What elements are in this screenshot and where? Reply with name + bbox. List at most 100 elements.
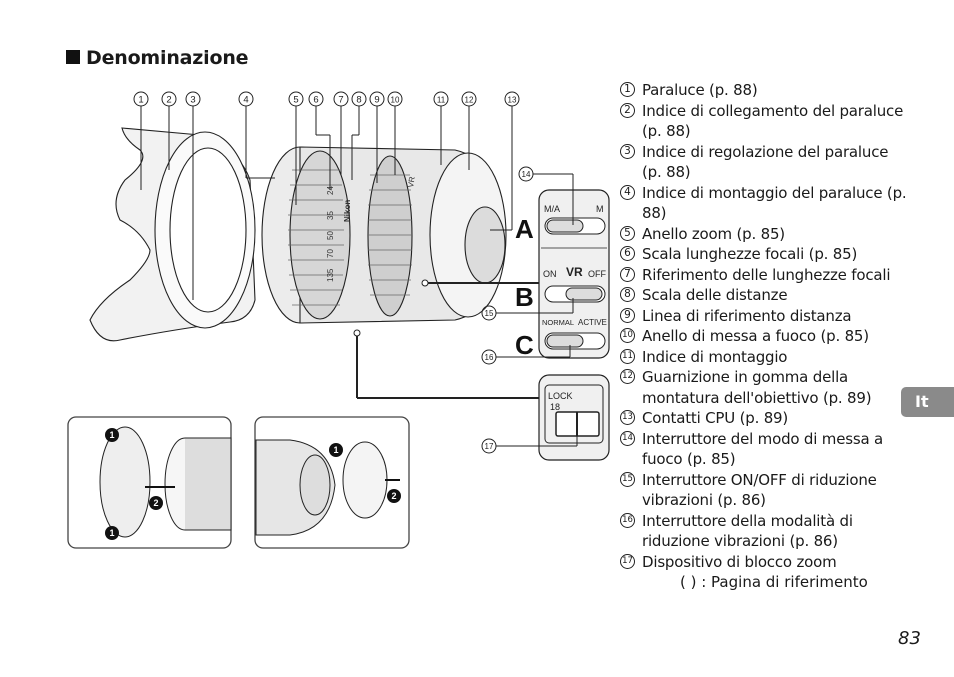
- callout-number-icon: 10: [620, 326, 642, 347]
- legend-item: 9 Linea di riferimento distanza: [620, 306, 910, 327]
- legend-number: 9: [620, 307, 635, 323]
- legend-item: 5 Anello zoom (p. 85): [620, 224, 910, 245]
- label-ma: M/A: [544, 204, 560, 214]
- legend-number: 4: [620, 184, 635, 200]
- legend-number: 14: [620, 430, 635, 446]
- legend-text: Dispositivo di blocco zoom: [642, 552, 837, 571]
- callout-number-icon: 6: [620, 244, 642, 265]
- section-letter-a: A: [515, 214, 534, 244]
- legend-note: ( ) : Pagina di riferimento: [680, 573, 868, 591]
- callout-number-icon: 11: [620, 347, 642, 368]
- legend-number: 3: [620, 143, 635, 159]
- legend-text: Interruttore del modo di messa a fuoco (…: [642, 429, 884, 469]
- section-letter-c: C: [515, 330, 534, 360]
- step-1-badge: 1: [109, 430, 114, 440]
- label-18: 18: [550, 402, 560, 412]
- step-2-badge: 2: [391, 491, 396, 501]
- legend-number: 13: [620, 410, 635, 425]
- callout-7: 7: [338, 95, 343, 106]
- vr-badge: VR: [406, 176, 417, 189]
- legend-text: Scala lunghezze focali (p. 85): [642, 245, 858, 263]
- focal-scale-35: 35: [326, 211, 335, 220]
- inset-front-cap: 1 2 1: [67, 416, 232, 549]
- callout-3: 3: [190, 95, 195, 106]
- brand-label: Nikon: [343, 200, 352, 222]
- legend-item: 14 Interruttore del modo di messa a fuoco…: [620, 429, 910, 470]
- callout-number-icon: 2: [620, 101, 642, 142]
- callout-6: 6: [313, 95, 318, 106]
- legend-text: Guarnizione in gomma della montatura del…: [642, 368, 872, 407]
- legend-text: Paraluce (p. 88): [642, 81, 758, 99]
- focal-scale-70: 70: [326, 249, 335, 258]
- legend-text: Indice di montaggio: [642, 347, 788, 366]
- legend-item: 13 Contatti CPU (p. 89): [620, 408, 910, 429]
- callout-number-icon: 5: [620, 224, 642, 245]
- legend-text: Scala delle distanze: [642, 286, 788, 304]
- legend-text: Riferimento delle lunghezze focali: [642, 265, 891, 284]
- zoom-ring: [289, 150, 351, 320]
- legend-number: 12: [620, 369, 635, 384]
- focal-scale-50: 50: [326, 231, 335, 240]
- legend-number: 6: [620, 246, 635, 261]
- legend-number: 5: [620, 225, 635, 241]
- legend-text: Contatti CPU (p. 89): [642, 409, 789, 427]
- label-on: ON: [543, 269, 557, 279]
- focal-scale-24: 24: [326, 186, 335, 195]
- legend-number: 8: [620, 287, 635, 302]
- label-off: OFF: [588, 269, 606, 279]
- language-tab[interactable]: It: [901, 387, 954, 417]
- callout-number-icon: 14: [620, 429, 642, 470]
- legend-number: 17: [620, 553, 635, 569]
- legend-number: 16: [620, 512, 635, 528]
- label-vr: VR: [566, 265, 583, 279]
- step-1-badge: 1: [333, 445, 338, 455]
- callout-12: 12: [465, 96, 474, 105]
- bullet-square-icon: [66, 50, 80, 64]
- switch-panel: M/A M ON VR OFF NORMAL ACTIVE A B C: [515, 189, 610, 360]
- section-title: Denominazione: [66, 47, 249, 69]
- legend-text: Indice di collegamento del paraluce (p. …: [642, 101, 904, 141]
- rear-element: [464, 206, 506, 284]
- step-1-badge: 1: [109, 528, 114, 538]
- legend-item: 12 Guarnizione in gomma della montatura d…: [620, 367, 910, 408]
- callout-13: 13: [508, 96, 517, 105]
- callout-17: 17: [485, 442, 494, 451]
- legend-text: Linea di riferimento distanza: [642, 306, 852, 325]
- label-active: ACTIVE: [578, 318, 607, 327]
- focal-scale-135: 135: [326, 268, 335, 282]
- callout-number-icon: 8: [620, 285, 642, 306]
- legend-item: 17 Dispositivo di blocco zoom: [620, 552, 910, 573]
- section-letter-b: B: [515, 282, 534, 312]
- legend-item: 16 Interruttore della modalità di riduzio…: [620, 511, 910, 552]
- legend-number: 10: [620, 328, 635, 343]
- callout-14: 14: [522, 170, 531, 179]
- legend-text: Anello zoom (p. 85): [642, 224, 785, 243]
- callout-number-icon: 1: [620, 80, 642, 101]
- page-number: 83: [898, 628, 921, 649]
- legend-item: 8 Scala delle distanze: [620, 285, 910, 306]
- callout-number-icon: 9: [620, 306, 642, 327]
- callout-number-icon: 17: [620, 552, 642, 573]
- callout-number-icon: 12: [620, 367, 642, 408]
- legend-number: 7: [620, 266, 635, 282]
- callout-15: 15: [485, 309, 494, 318]
- callout-number-icon: 7: [620, 265, 642, 286]
- label-m: M: [596, 204, 604, 214]
- callout-9: 9: [374, 95, 379, 106]
- legend-text: Interruttore della modalità di riduzione…: [642, 511, 853, 551]
- focus-ring: [367, 155, 413, 317]
- legend-item: 7 Riferimento delle lunghezze focali: [620, 265, 910, 286]
- legend-number: 1: [620, 82, 635, 97]
- zoom-lock-panel: LOCK 18: [538, 374, 610, 461]
- callout-16: 16: [485, 353, 494, 362]
- callout-number-icon: 13: [620, 408, 642, 429]
- callout-number-icon: 15: [620, 470, 642, 511]
- callout-8: 8: [356, 95, 361, 106]
- label-normal: NORMAL: [542, 318, 574, 327]
